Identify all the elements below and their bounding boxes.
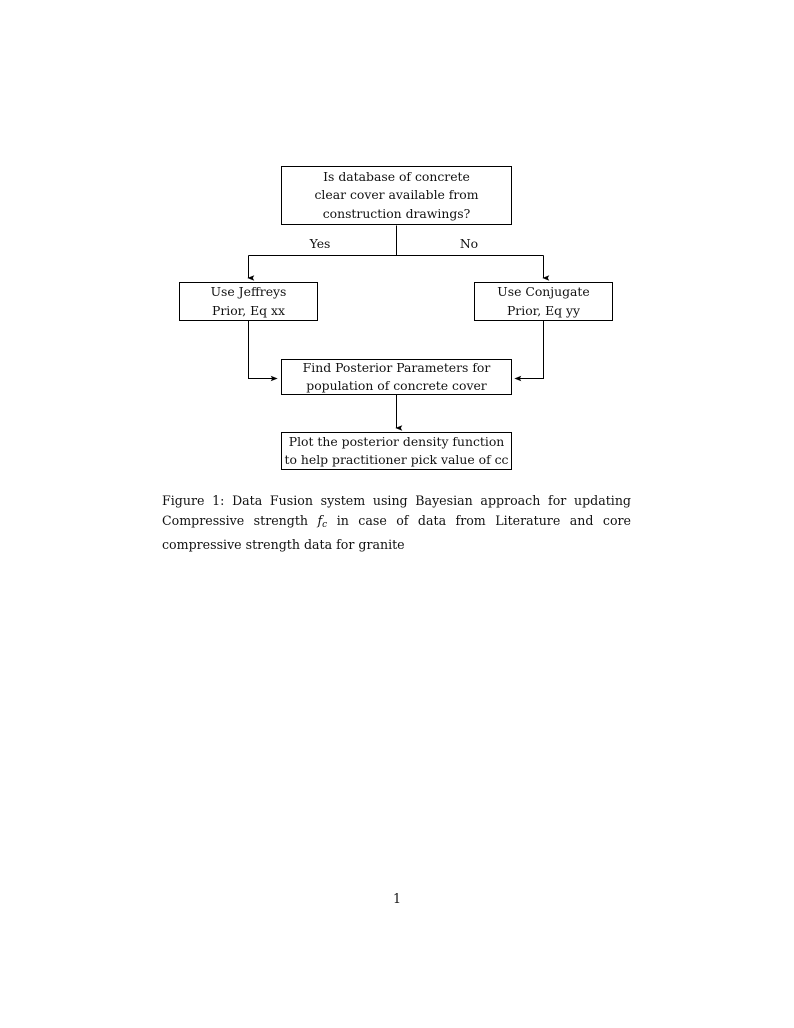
caption-text-after-math: in case of data from Literature and core… [162,512,631,552]
node-plot-line-1: Plot the posterior density function [288,433,505,449]
node-conjugate-line-1: Use Conjugate [497,284,590,299]
flowchart-connectors [247,225,550,431]
caption-math-subscript: c [322,519,328,530]
node-conjugate-line-2: Prior, Eq yy [506,302,581,318]
node-jeffreys-line-2: Prior, Eq xx [211,302,285,318]
figure-caption: Figure 1: Data Fusion system using Bayes… [162,491,631,554]
node-posterior-line-1: Find Posterior Parameters for [302,359,491,375]
node-use-conjugate-prior[interactable]: Use Conjugate Prior, Eq yy [474,282,613,321]
node-decision-line-3: construction drawings? [322,205,471,221]
edge-jeffreys-to-posterior [247,320,278,382]
node-jeffreys-line-1: Use Jeffreys [210,284,287,299]
edge-label-yes: Yes [309,236,331,251]
edge-conjugate-to-posterior [514,320,545,382]
node-use-jeffreys-prior[interactable]: Use Jeffreys Prior, Eq xx [179,282,318,321]
caption-math-variable: f [317,512,323,528]
node-find-posterior-parameters[interactable]: Find Posterior Parameters for population… [281,359,512,395]
caption-text-before-math: Data Fusion system using Bayesian approa… [162,493,631,528]
figure-1-flowchart: Is database of concrete clear cover avai… [0,0,794,500]
page-number: 1 [392,891,401,906]
caption-label: Figure 1: [162,493,225,508]
edge-label-no: No [459,236,479,251]
node-decision-database-available[interactable]: Is database of concrete clear cover avai… [281,166,512,225]
node-decision-line-1: Is database of concrete [323,168,470,184]
node-posterior-line-2: population of concrete cover [306,378,487,393]
node-plot-line-2: to help practitioner pick value of cc [284,452,509,467]
node-decision-line-2: clear cover available from [314,187,479,203]
node-plot-posterior-density[interactable]: Plot the posterior density function to h… [281,432,512,470]
